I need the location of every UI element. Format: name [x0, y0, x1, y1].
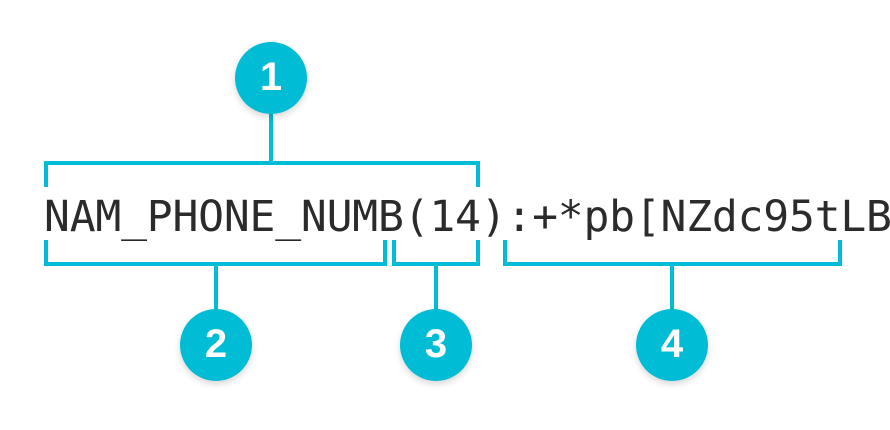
marker-circle-3[interactable]: 3 — [400, 309, 472, 381]
marker-label-1: 1 — [259, 55, 283, 99]
marker-circle-2[interactable]: 2 — [180, 309, 252, 381]
stem-segment-1 — [269, 112, 273, 162]
bracket-segment-1 — [44, 161, 480, 187]
marker-label-3: 3 — [424, 322, 448, 366]
stem-segment-4 — [670, 262, 674, 312]
marker-circle-4[interactable]: 4 — [636, 309, 708, 381]
stem-segment-2 — [214, 262, 218, 312]
marker-circle-1[interactable]: 1 — [235, 42, 307, 114]
code-string: NAM_PHONE_NUMB(14):+*pb[NZdc95tLB — [44, 192, 890, 242]
marker-label-2: 2 — [204, 322, 228, 366]
marker-label-4: 4 — [660, 322, 684, 366]
stem-segment-3 — [434, 262, 438, 312]
